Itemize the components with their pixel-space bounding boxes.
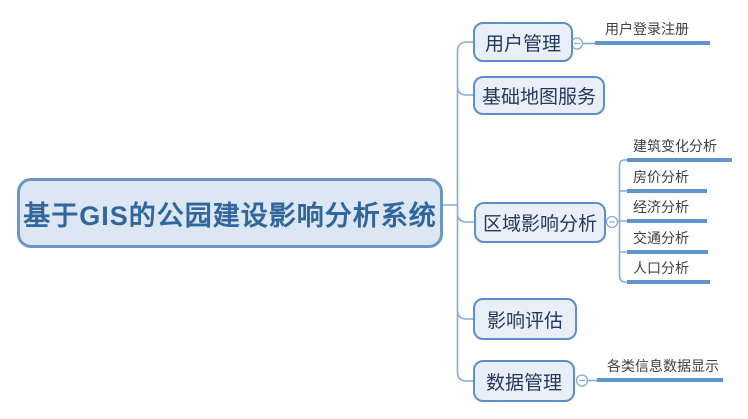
regional-analysis-leaf-connector — [617, 159, 627, 283]
branch-label: 基础地图服务 — [481, 87, 596, 108]
leaf-label: 房价分析 — [633, 169, 689, 185]
collapse-button-regional-analysis[interactable] — [605, 215, 619, 229]
leaf-node-building-change-analysis[interactable]: 建筑变化分析 — [627, 137, 732, 162]
leaf-label: 各类信息数据显示 — [607, 358, 719, 374]
branch-node-regional-impact-analysis[interactable]: 区域影响分析 — [474, 202, 606, 243]
collapse-button-user-management[interactable] — [570, 37, 584, 50]
leaf-node-user-login-register[interactable]: 用户登录注册 — [595, 20, 710, 45]
leaf-node-info-data-display[interactable]: 各类信息数据显示 — [597, 357, 723, 382]
leaf-node-economic-analysis[interactable]: 经济分析 — [627, 198, 707, 223]
leaf-label: 用户登录注册 — [605, 21, 689, 37]
leaf-label: 人口分析 — [633, 260, 689, 276]
branch-label: 影响评估 — [486, 310, 563, 332]
leaf-node-population-analysis[interactable]: 人口分析 — [627, 259, 710, 284]
leaf-label: 交通分析 — [633, 230, 689, 246]
branch-node-impact-assessment[interactable]: 影响评估 — [473, 298, 577, 340]
leaf-node-traffic-analysis[interactable]: 交通分析 — [627, 229, 708, 254]
branch-label: 数据管理 — [485, 372, 562, 394]
branch-label: 区域影响分析 — [482, 214, 597, 235]
collapse-button-data-management[interactable] — [575, 374, 589, 387]
root-node-gis-park-system[interactable]: 基于GIS的公园建设影响分析系统 — [17, 178, 443, 248]
branch-node-user-management[interactable]: 用户管理 — [473, 22, 573, 62]
branch-label: 用户管理 — [484, 33, 561, 55]
leaf-label: 经济分析 — [633, 199, 689, 215]
branch-node-base-map-service[interactable]: 基础地图服务 — [473, 76, 605, 115]
leaf-label: 建筑变化分析 — [633, 138, 717, 154]
root-branch-connector — [441, 41, 474, 382]
root-node-label: 基于GIS的公园建设影响分析系统 — [23, 200, 437, 231]
leaf-node-housing-price-analysis[interactable]: 房价分析 — [627, 168, 707, 193]
branch-node-data-management[interactable]: 数据管理 — [473, 360, 575, 402]
